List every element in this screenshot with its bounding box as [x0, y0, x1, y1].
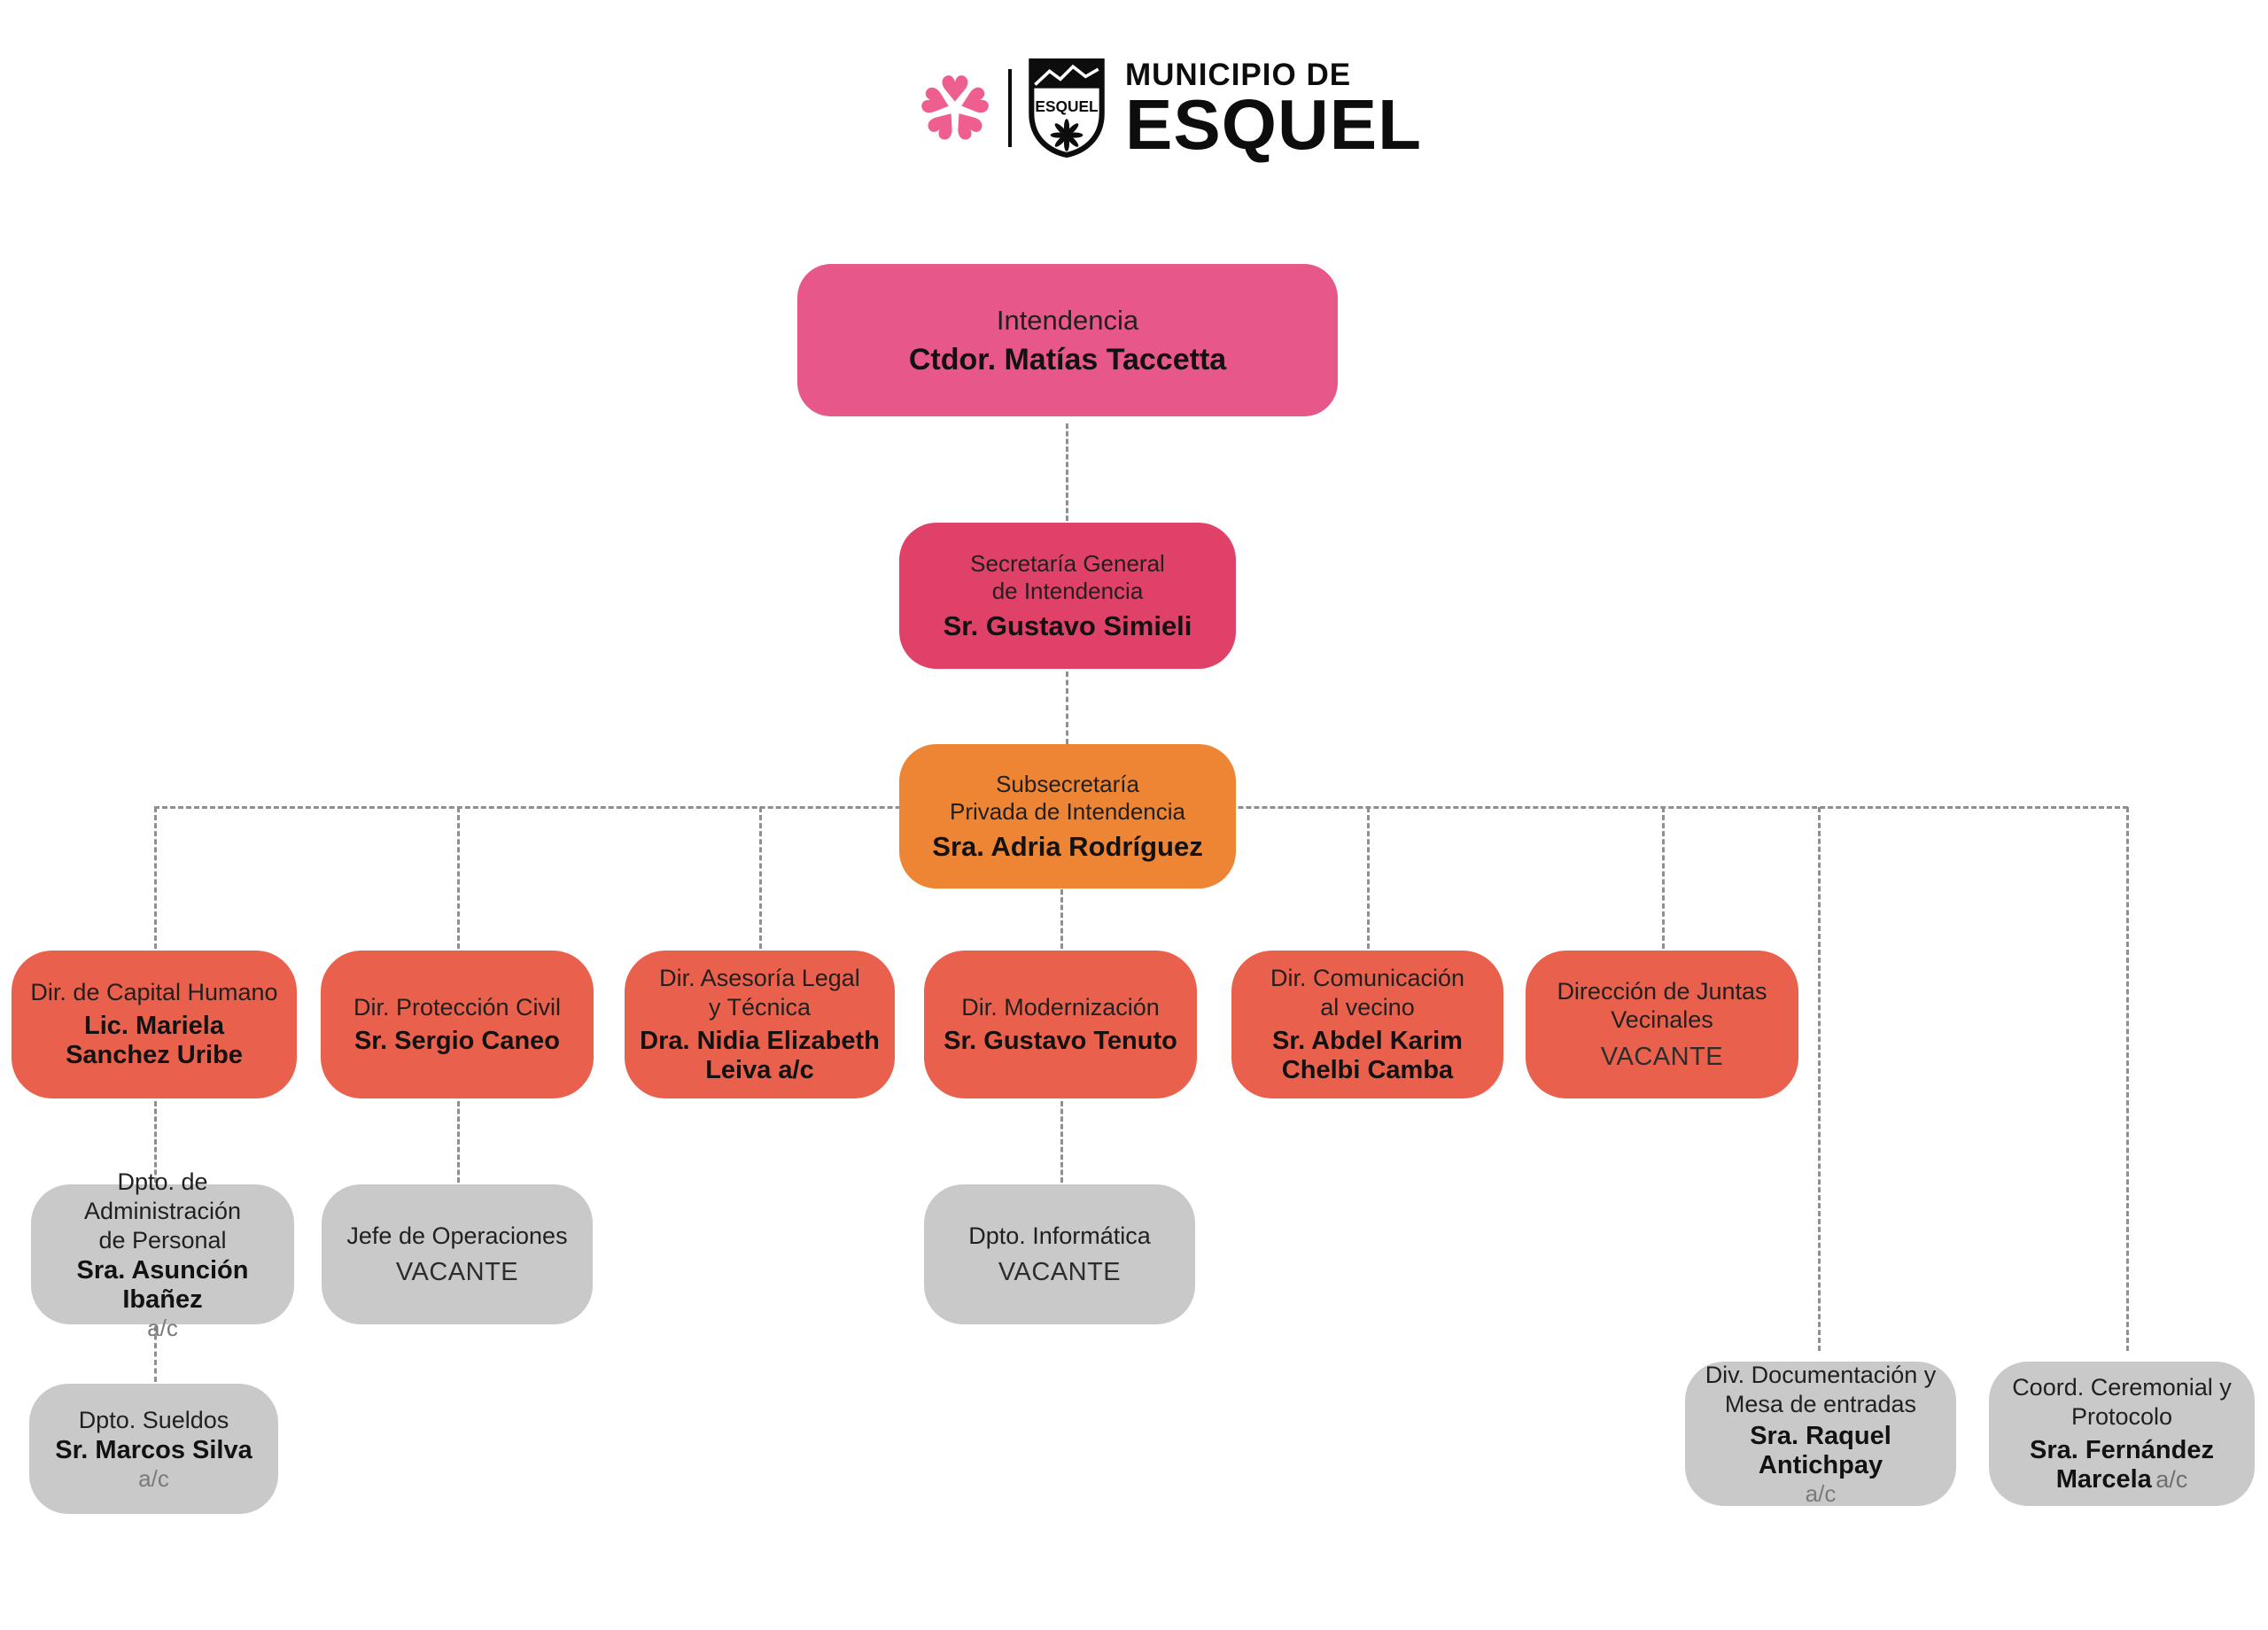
node-ac-label: a/c [2155, 1465, 2188, 1493]
org-node-coord-ceremonial-protocolo: Coord. Ceremonial y Protocolo Sra. Ferná… [1989, 1362, 2255, 1506]
node-title: Dpto. Sueldos [78, 1407, 229, 1434]
asterisk-flower-icon [1050, 119, 1084, 151]
brand-line2: ESQUEL [1125, 84, 1422, 164]
logo-divider [1008, 69, 1012, 147]
org-node-dir-modernizacion: Dir. Modernización Sr. Gustavo Tenuto [924, 951, 1197, 1098]
connector-proteccion-jefe-operaciones [457, 1101, 460, 1183]
connector-drop-div-documentacion [1818, 807, 1821, 1351]
node-title: Dir. de Capital Humano [30, 979, 278, 1006]
node-title: Intendencia [996, 304, 1139, 336]
flower-petal-icon: ♥ [939, 68, 971, 110]
org-node-div-documentacion-mesa-entradas: Div. Documentación y Mesa de entradas Sr… [1685, 1362, 1956, 1506]
node-person-name: Sra. Asunción Ibañez [76, 1256, 249, 1315]
connector-drop-proteccion-civil [457, 807, 460, 949]
node-title: Dir. Comunicación al vecino [1270, 965, 1465, 1021]
node-person-name: Sr. Abdel Karim Chelbi Camba [1272, 1026, 1463, 1084]
org-node-jefe-operaciones: Jefe de Operaciones VACANTE [322, 1184, 593, 1324]
node-ac-label: a/c [1805, 1480, 1837, 1508]
node-vacant-label: VACANTE [998, 1258, 1122, 1287]
node-vacant-label: VACANTE [395, 1258, 519, 1287]
connector-secretaria-subsecretaria [1066, 671, 1068, 744]
org-node-intendencia: Intendencia Ctdor. Matías Taccetta [797, 264, 1338, 416]
org-node-dpto-sueldos: Dpto. Sueldos Sr. Marcos Silva a/c [29, 1384, 278, 1514]
node-title: Div. Documentación y Mesa de entradas [1705, 1362, 1937, 1418]
node-ac-label: a/c [138, 1465, 169, 1493]
node-person-name-line: Sra. Fernández Marcela a/c [2030, 1436, 2214, 1494]
node-person-name: Sra. Raquel Antichpay [1750, 1422, 1891, 1480]
esquel-shield-icon: ESQUEL [1029, 58, 1105, 159]
org-node-secretaria-general: Secretaría General de Intendencia Sr. Gu… [899, 523, 1236, 669]
connector-drop-coord-ceremonial [2126, 807, 2129, 1351]
connector-modernizacion-informatica [1060, 1101, 1063, 1183]
node-title: Dir. Asesoría Legal y Técnica [659, 965, 860, 1021]
connector-drop-asesoria-legal [759, 807, 762, 949]
node-title: Subsecretaría Privada de Intendencia [950, 770, 1185, 826]
municipio-logo: ♥ ♥ ♥ ♥ ♥ ESQUEL [913, 55, 1422, 161]
node-title: Jefe de Operaciones [346, 1222, 568, 1249]
org-node-dpto-administracion-personal: Dpto. de Administración de Personal Sra.… [31, 1168, 294, 1340]
node-person-name: Sr. Gustavo Simieli [943, 610, 1192, 642]
node-person-name: Lic. Mariela Sanchez Uribe [66, 1012, 243, 1070]
shield-label: ESQUEL [1035, 97, 1099, 115]
node-ac-label: a/c [147, 1315, 178, 1342]
org-node-dir-proteccion-civil: Dir. Protección Civil Sr. Sergio Caneo [321, 951, 594, 1098]
connector-drop-juntas-vecinales [1662, 807, 1665, 949]
node-title: Dirección de Juntas Vecinales [1557, 977, 1767, 1034]
flower-icon: ♥ ♥ ♥ ♥ ♥ [913, 68, 998, 149]
node-person-name: Sr. Gustavo Tenuto [944, 1026, 1177, 1055]
org-node-subsecretaria-privada: Subsecretaría Privada de Intendencia Sra… [899, 744, 1236, 889]
org-node-dpto-informatica: Dpto. Informática VACANTE [924, 1184, 1195, 1324]
node-title: Coord. Ceremonial y Protocolo [2012, 1374, 2232, 1430]
mountains-icon [1034, 64, 1099, 86]
brand-wordmark: MUNICIPIO DE ESQUEL [1125, 57, 1422, 164]
node-title: Dir. Protección Civil [353, 994, 562, 1021]
org-node-dir-asesoria-legal: Dir. Asesoría Legal y Técnica Dra. Nidia… [625, 951, 895, 1098]
connector-administracion-sueldos [154, 1326, 157, 1382]
node-title: Secretaría General de Intendencia [970, 549, 1165, 605]
node-person-name: Sr. Marcos Silva [55, 1436, 252, 1465]
connector-drop-comunicacion [1367, 807, 1370, 949]
connector-drop-capital-humano [154, 807, 157, 949]
node-title: Dpto. de Administración de Personal [83, 1168, 242, 1254]
org-node-dir-juntas-vecinales: Dirección de Juntas Vecinales VACANTE [1526, 951, 1798, 1098]
node-title: Dir. Modernización [961, 994, 1160, 1021]
node-vacant-label: VACANTE [1600, 1043, 1724, 1072]
node-person-name: Ctdor. Matías Taccetta [908, 342, 1227, 376]
node-person-name: Sra. Adria Rodríguez [932, 831, 1203, 863]
node-person-name: Sra. Fernández Marcela [2030, 1435, 2214, 1494]
org-node-dir-capital-humano: Dir. de Capital Humano Lic. Mariela Sanc… [12, 951, 297, 1098]
connector-drop-modernizacion [1060, 889, 1063, 949]
node-title: Dpto. Informática [968, 1222, 1151, 1249]
connector-intendencia-secretaria [1066, 423, 1068, 521]
node-person-name: Dra. Nidia Elizabeth Leiva a/c [640, 1026, 880, 1084]
connector-capital-humano-administracion [154, 1101, 157, 1183]
org-node-dir-comunicacion-vecino: Dir. Comunicación al vecino Sr. Abdel Ka… [1231, 951, 1503, 1098]
brand-line1: MUNICIPIO DE [1125, 57, 1352, 92]
node-person-name: Sr. Sergio Caneo [353, 1026, 561, 1055]
